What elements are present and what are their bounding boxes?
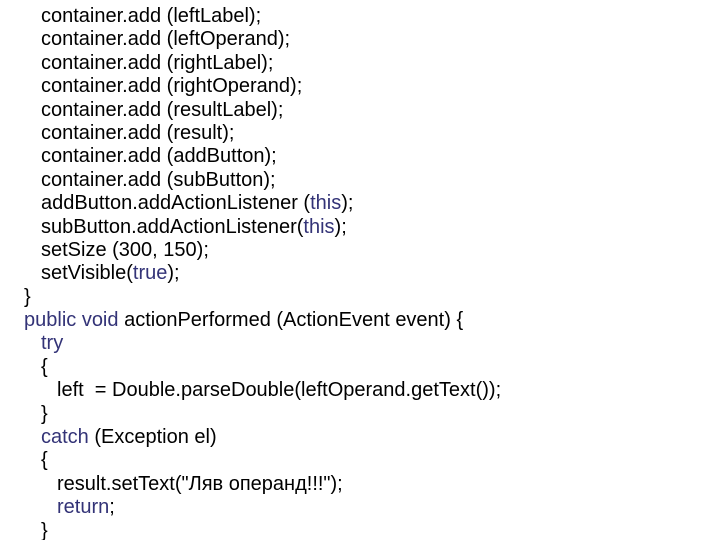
code-line: { <box>0 356 720 379</box>
code-text: left = Double.parseDouble(leftOperand.ge… <box>57 379 502 402</box>
code-text: container.add (rightLabel); <box>41 51 274 74</box>
code-text: result.setText("Ляв операнд!!!"); <box>57 472 343 495</box>
code-text: } <box>41 519 48 540</box>
code-keyword: catch <box>41 426 89 449</box>
code-line: container.add (leftLabel); <box>0 5 720 28</box>
code-line: addButton.addActionListener (this); <box>0 192 720 215</box>
code-block: container.add (leftLabel);container.add … <box>0 5 720 540</box>
code-text: { <box>41 449 48 472</box>
code-keyword: true <box>132 262 168 285</box>
code-text: } <box>41 402 48 425</box>
code-text: container.add (result); <box>41 121 235 144</box>
code-line: subButton.addActionListener(this); <box>0 216 720 239</box>
code-text: container.add (leftOperand); <box>41 28 291 51</box>
code-line: left = Double.parseDouble(leftOperand.ge… <box>0 379 720 402</box>
code-keyword: public void <box>24 309 119 332</box>
code-text: container.add (subButton); <box>41 168 276 191</box>
code-text: actionPerformed (ActionEvent event) { <box>118 309 464 332</box>
code-line: try <box>0 332 720 355</box>
code-text: setVisible( <box>41 262 133 285</box>
code-line: return; <box>0 496 720 519</box>
code-keyword: try <box>41 332 64 355</box>
code-text: container.add (rightOperand); <box>41 75 303 98</box>
code-text: addButton.addActionListener ( <box>41 192 311 215</box>
code-text: { <box>41 355 48 378</box>
code-line: container.add (addButton); <box>0 145 720 168</box>
code-text: ); <box>341 192 354 215</box>
code-text: subButton.addActionListener( <box>41 215 304 238</box>
code-line: } <box>0 286 720 309</box>
code-text: ; <box>109 496 115 519</box>
code-line: container.add (result); <box>0 122 720 145</box>
code-text: setSize (300, 150); <box>41 238 209 261</box>
code-text: container.add (resultLabel); <box>41 98 284 121</box>
code-keyword: this <box>303 215 335 238</box>
code-text: ); <box>334 215 347 238</box>
code-line: container.add (subButton); <box>0 169 720 192</box>
code-keyword: this <box>310 192 342 215</box>
code-line: container.add (rightOperand); <box>0 75 720 98</box>
code-keyword: return <box>57 496 110 519</box>
code-line: public void actionPerformed (ActionEvent… <box>0 309 720 332</box>
code-text: ); <box>167 262 180 285</box>
code-line: result.setText("Ляв операнд!!!"); <box>0 473 720 496</box>
code-line: } <box>0 520 720 540</box>
code-line: setSize (300, 150); <box>0 239 720 262</box>
code-line: setVisible(true); <box>0 262 720 285</box>
code-line: container.add (resultLabel); <box>0 99 720 122</box>
code-line: } <box>0 403 720 426</box>
code-text: container.add (addButton); <box>41 145 277 168</box>
code-line: container.add (rightLabel); <box>0 52 720 75</box>
code-text: (Exception el) <box>88 426 217 449</box>
code-line: catch (Exception el) <box>0 426 720 449</box>
code-text: } <box>24 285 31 308</box>
code-text: container.add (leftLabel); <box>41 5 262 27</box>
code-line: container.add (leftOperand); <box>0 28 720 51</box>
code-line: { <box>0 449 720 472</box>
